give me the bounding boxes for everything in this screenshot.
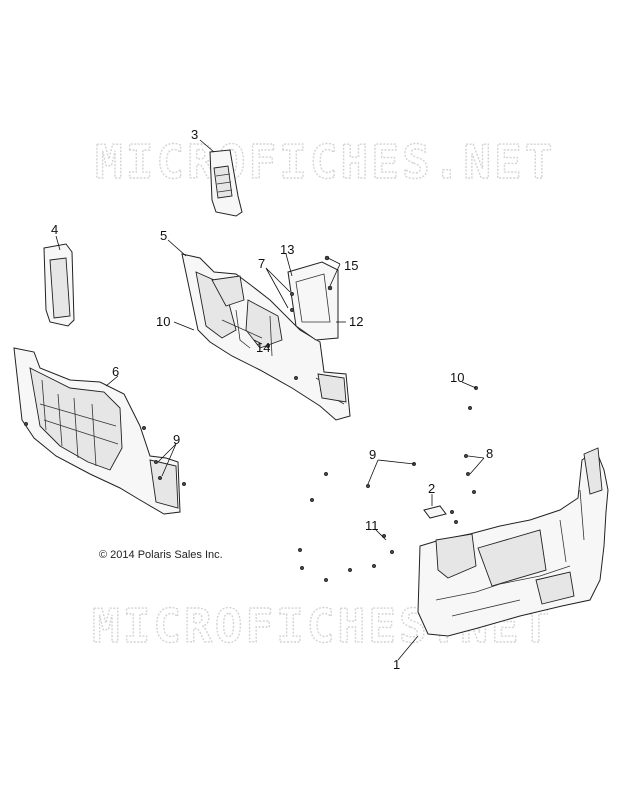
callout-8: 8 <box>486 446 493 461</box>
callout-10-right: 10 <box>450 370 464 385</box>
callout-5: 5 <box>160 228 167 243</box>
leader-lines <box>55 139 485 661</box>
callout-10-left: 10 <box>156 314 170 329</box>
callout-7: 7 <box>258 256 265 271</box>
callout-13: 13 <box>280 242 294 257</box>
callout-9-right: 9 <box>369 447 376 462</box>
callout-4: 4 <box>51 222 58 237</box>
part-6-floor-panel <box>13 347 181 515</box>
callout-15: 15 <box>344 258 358 273</box>
part-12-tray <box>287 261 339 341</box>
callout-1: 1 <box>393 657 400 672</box>
part-1-floor-panel <box>417 447 609 637</box>
part-3-panel <box>209 149 243 217</box>
copyright-text: © 2014 Polaris Sales Inc. <box>99 549 223 561</box>
callout-9-left: 9 <box>173 432 180 447</box>
part-2-bracket <box>423 505 447 519</box>
callout-6: 6 <box>112 364 119 379</box>
watermark-top: MICROFICHES.NET <box>95 135 555 189</box>
part-5-floor-panel <box>181 253 351 421</box>
part-4-panel <box>43 243 75 327</box>
fasteners <box>23 255 479 583</box>
callout-12: 12 <box>349 314 363 329</box>
callout-14: 14 <box>256 340 270 355</box>
callout-3: 3 <box>191 127 198 142</box>
callout-11: 11 <box>365 518 379 533</box>
callout-2: 2 <box>428 481 435 496</box>
